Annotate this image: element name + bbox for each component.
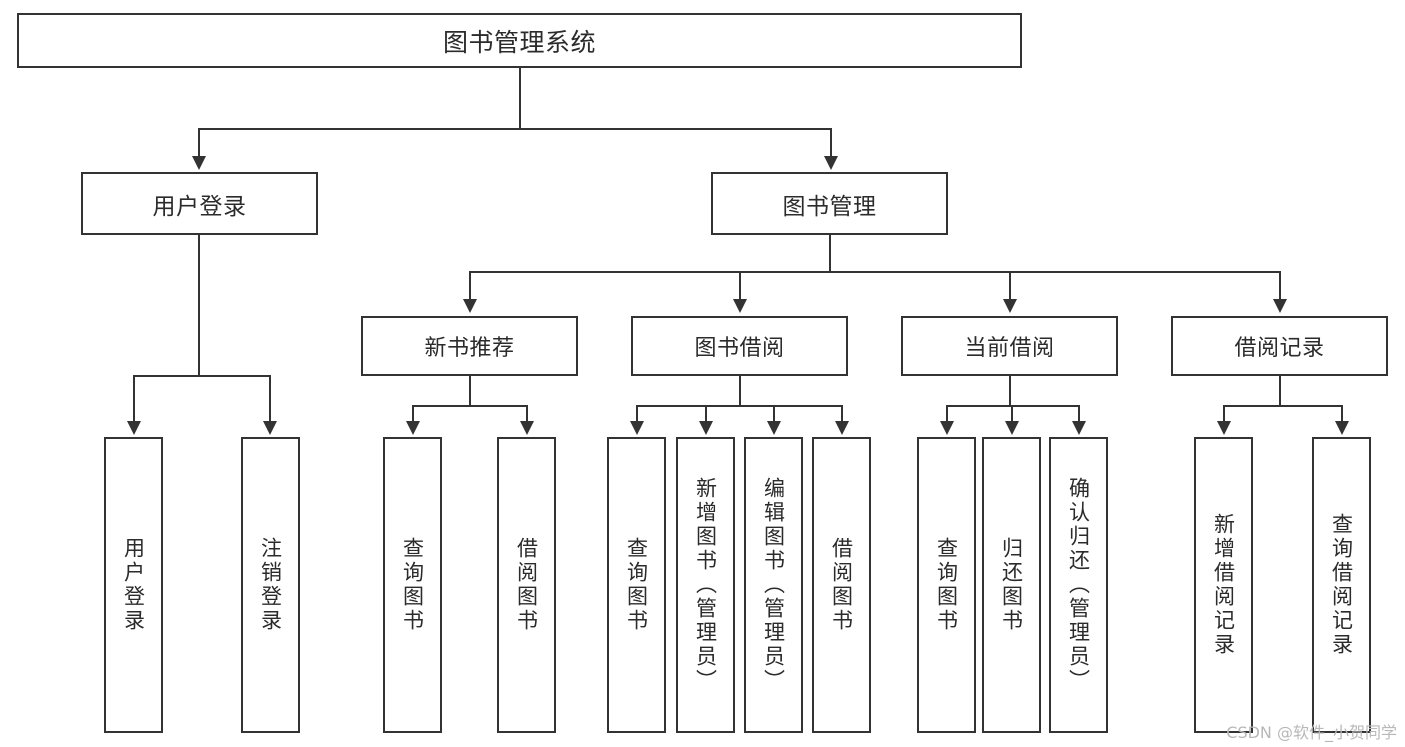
node-label: 确认归还（管理员） <box>1066 477 1091 693</box>
node-label: 图书借阅 <box>694 336 785 361</box>
connector-book-manage-to-book-borrow <box>739 271 741 301</box>
arrow-new-book-leaf-2 <box>520 421 534 435</box>
connector-user-login-to-leaf-2 <box>269 375 271 423</box>
connector-current-borrow-to-leaf-2 <box>1011 405 1013 423</box>
arrow-book-borrow-leaf-2 <box>699 421 713 435</box>
connector-book-manage-bus <box>469 271 1279 273</box>
node-label: 新增借阅记录 <box>1211 513 1236 657</box>
connector-new-book-bus <box>412 405 528 407</box>
arrow-new-book-leaf-1 <box>406 421 420 435</box>
leaf-user-login-login[interactable]: 用户登录 <box>104 437 163 733</box>
node-label: 图书管理系统 <box>442 27 596 57</box>
leaf-book-borrow-add[interactable]: 新增图书（管理员） <box>676 437 735 733</box>
node-label: 查询借阅记录 <box>1329 513 1354 657</box>
node-new-book-recommend[interactable]: 新书推荐 <box>361 316 578 376</box>
arrow-to-current-borrow <box>1003 299 1017 313</box>
arrow-to-new-book-recommend <box>463 299 477 313</box>
arrow-current-borrow-leaf-1 <box>940 421 954 435</box>
connector-book-manage-to-new-book <box>469 271 471 301</box>
arrow-book-borrow-leaf-1 <box>630 421 644 435</box>
connector-book-borrow-to-leaf-4 <box>841 405 843 423</box>
arrow-current-borrow-leaf-3 <box>1072 421 1086 435</box>
connector-borrow-record-bus <box>1223 405 1341 407</box>
connector-book-manage-to-current-borrow <box>1009 271 1011 301</box>
node-label: 归还图书 <box>999 537 1024 633</box>
connector-user-login-bus <box>133 375 270 377</box>
connector-book-borrow-bus <box>636 405 842 407</box>
connector-new-book-stem <box>469 376 471 405</box>
node-label: 编辑图书（管理员） <box>761 477 786 693</box>
connector-book-manage-stem <box>829 235 831 271</box>
leaf-new-book-query[interactable]: 查询图书 <box>383 437 442 733</box>
arrow-book-borrow-leaf-3 <box>767 421 781 435</box>
connector-borrow-record-to-leaf-2 <box>1341 405 1343 423</box>
arrow-to-user-login <box>192 156 206 170</box>
connector-book-borrow-to-leaf-1 <box>636 405 638 423</box>
node-label: 图书管理 <box>782 193 877 220</box>
arrow-user-login-leaf-1 <box>127 421 141 435</box>
node-label: 查询图书 <box>934 537 959 633</box>
arrow-borrow-record-leaf-1 <box>1217 421 1231 435</box>
connector-borrow-record-stem <box>1279 376 1281 405</box>
node-label: 当前借阅 <box>964 336 1055 361</box>
node-label: 用户登录 <box>152 193 247 220</box>
node-label: 借阅图书 <box>829 537 854 633</box>
connector-new-book-to-leaf-2 <box>526 405 528 423</box>
node-label: 借阅记录 <box>1234 336 1325 361</box>
connector-book-borrow-stem <box>739 376 741 405</box>
connector-root-bus <box>198 128 832 130</box>
connector-book-borrow-to-leaf-2 <box>705 405 707 423</box>
connector-user-login-to-leaf-1 <box>133 375 135 423</box>
arrow-to-borrow-record <box>1273 299 1287 313</box>
node-label: 借阅图书 <box>514 537 539 633</box>
leaf-current-borrow-query[interactable]: 查询图书 <box>917 437 976 733</box>
leaf-book-borrow-lend[interactable]: 借阅图书 <box>812 437 871 733</box>
connector-current-borrow-stem <box>1009 376 1011 405</box>
arrow-current-borrow-leaf-2 <box>1005 421 1019 435</box>
node-user-login[interactable]: 用户登录 <box>81 172 318 235</box>
leaf-book-borrow-edit[interactable]: 编辑图书（管理员） <box>744 437 803 733</box>
leaf-book-borrow-query[interactable]: 查询图书 <box>607 437 666 733</box>
connector-borrow-record-to-leaf-1 <box>1223 405 1225 423</box>
arrow-book-borrow-leaf-4 <box>835 421 849 435</box>
arrow-user-login-leaf-2 <box>263 421 277 435</box>
arrow-borrow-record-leaf-2 <box>1335 421 1349 435</box>
node-root-system[interactable]: 图书管理系统 <box>17 13 1022 68</box>
node-book-borrow[interactable]: 图书借阅 <box>631 316 848 376</box>
connector-current-borrow-to-leaf-1 <box>946 405 948 423</box>
leaf-new-book-borrow[interactable]: 借阅图书 <box>497 437 556 733</box>
node-label: 新书推荐 <box>424 336 515 361</box>
leaf-borrow-record-query[interactable]: 查询借阅记录 <box>1312 437 1371 733</box>
node-current-borrow[interactable]: 当前借阅 <box>901 316 1118 376</box>
node-label: 查询图书 <box>400 537 425 633</box>
leaf-user-login-logout[interactable]: 注销登录 <box>241 437 300 733</box>
connector-root-to-book-manage <box>830 128 832 158</box>
node-label: 新增图书（管理员） <box>693 477 718 693</box>
node-label: 用户登录 <box>121 537 146 633</box>
connector-user-login-stem <box>198 235 200 375</box>
arrow-to-book-manage <box>824 156 838 170</box>
node-label: 查询图书 <box>624 537 649 633</box>
arrow-to-book-borrow <box>733 299 747 313</box>
connector-new-book-to-leaf-1 <box>412 405 414 423</box>
connector-book-manage-to-borrow-record <box>1279 271 1281 301</box>
connector-root-stem <box>519 68 521 128</box>
node-book-management[interactable]: 图书管理 <box>711 172 948 235</box>
leaf-borrow-record-add[interactable]: 新增借阅记录 <box>1194 437 1253 733</box>
leaf-current-borrow-confirm-return[interactable]: 确认归还（管理员） <box>1049 437 1108 733</box>
leaf-current-borrow-return[interactable]: 归还图书 <box>982 437 1041 733</box>
connector-current-borrow-to-leaf-3 <box>1078 405 1080 423</box>
node-label: 注销登录 <box>258 537 283 633</box>
connector-book-borrow-to-leaf-3 <box>773 405 775 423</box>
node-borrow-record[interactable]: 借阅记录 <box>1171 316 1388 376</box>
connector-root-to-user-login <box>198 128 200 158</box>
